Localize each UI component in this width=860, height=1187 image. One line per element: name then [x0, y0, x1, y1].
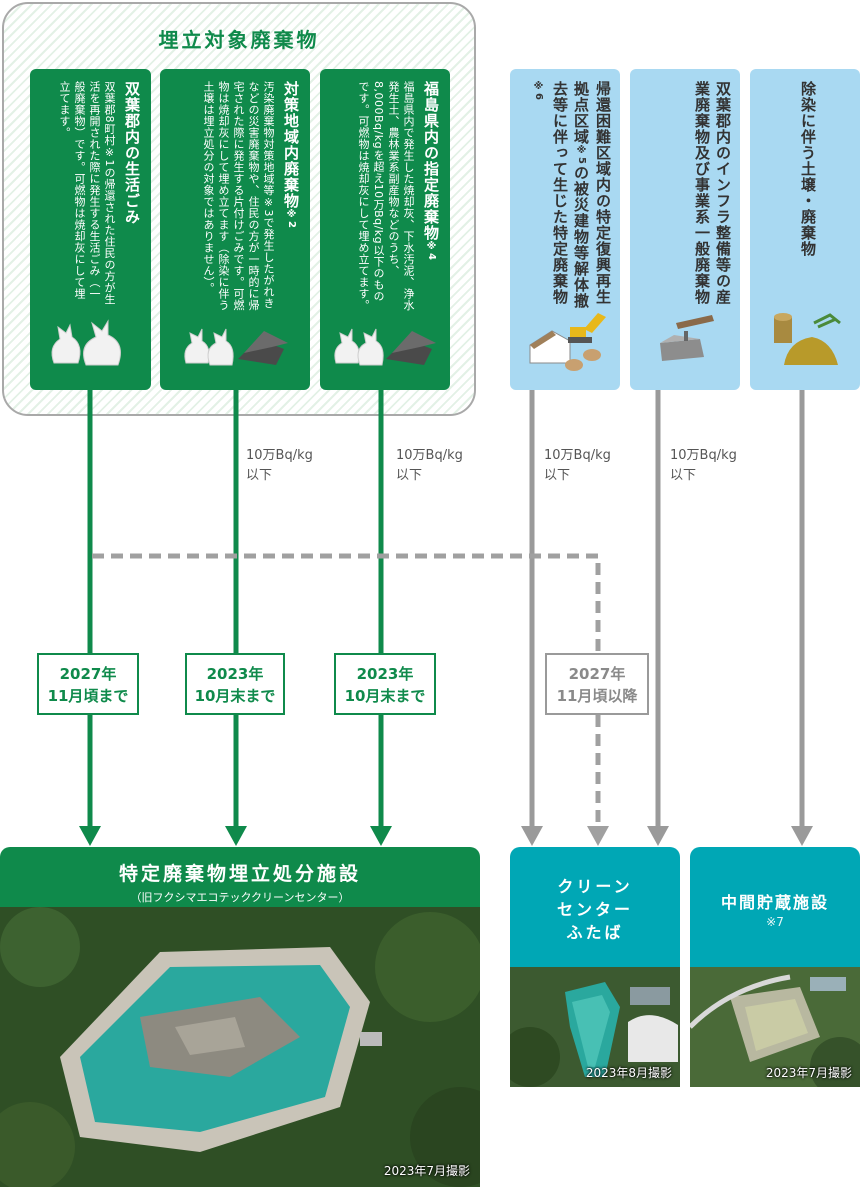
card-title: 対策地域内廃棄物 [282, 81, 300, 209]
card-title-wrap: 対策地域内廃棄物※2 [280, 81, 302, 311]
soil-bags-icon [774, 313, 841, 365]
photo-caption: 2023年8月撮影 [585, 1066, 672, 1080]
amount-value: 10万Bq/kg [396, 448, 463, 463]
amount-label: 10万Bq/kg 以下 [246, 446, 313, 486]
deadline-box-gray: 2027年 11月頃以降 [545, 653, 649, 715]
card-title: 福島県内の指定廃棄物 [422, 81, 440, 241]
arrowhead-infra [647, 826, 669, 846]
arrowhead-josen [791, 826, 813, 846]
card-decontamination-soil: 除染に伴う土壌・廃棄物 [750, 69, 860, 390]
amount-value: 10万Bq/kg [246, 448, 313, 463]
arrowhead-dashed [587, 826, 609, 846]
facility-title: クリーン センター ふたば [510, 875, 680, 944]
amount-label: 10万Bq/kg 以下 [396, 446, 463, 486]
deadline-time: 11月頃まで [47, 687, 129, 705]
arrowhead-kikan [521, 826, 543, 846]
demolition-excavator-icon [529, 313, 606, 371]
title-line: センター [556, 900, 633, 919]
facility-clean-center-futaba: クリーン センター ふたば 2023年8月撮影 [510, 847, 680, 1087]
amount-label: 10万Bq/kg 以下 [544, 446, 611, 486]
facility-title: 特定廃棄物埋立処分施設 [118, 863, 361, 885]
card-title: 双葉郡内の生活ごみ [123, 81, 141, 225]
deadline-time: 10月末まで [194, 687, 276, 705]
deadline-box: 2027年 11月頃まで [37, 653, 139, 715]
facility-title: 中間貯蔵施設 [720, 893, 829, 912]
landfill-aerial-photo [0, 907, 480, 1187]
amount-unit: 以下 [396, 468, 423, 483]
amount-unit: 以下 [246, 468, 273, 483]
dashed-route [92, 553, 601, 826]
facility-subtitle: （旧フクシマエコテッククリーンセンター） [130, 891, 350, 904]
card-description: 福島県内で発生した焼却灰、下水汚泥、浄水発生土、農林業系副産物などのうち、8,0… [357, 81, 415, 311]
ash-pile-icon [184, 328, 288, 366]
card-title-wrap: 福島県内の指定廃棄物※4 [420, 81, 442, 311]
photo-caption: 2023年7月撮影 [765, 1066, 852, 1080]
card-description: 双葉郡8町村※1の帰還された住民の方が生活を再開された際に発生する生活ごみ（一般… [58, 81, 116, 305]
interim-storage-aerial-photo [690, 967, 860, 1087]
deadline-box: 2023年 10月末まで [185, 653, 285, 715]
card-title: 帰還困難区域内の特定復興再生拠点区域 [572, 81, 612, 305]
deadline-year: 2023年 [356, 665, 414, 683]
infrastructure-debris-icon [660, 315, 714, 361]
card-title-cont: の被災建物等解体撤去等に伴って生じた特定廃棄物 [551, 81, 590, 309]
card-title-note: ※2 [286, 209, 297, 229]
card-description: 汚染廃棄物対策地域等※3で発生したがれきなどの災害廃棄物や、住民の方が一時的に帰… [202, 81, 275, 311]
card-difficult-return-zone-waste: 帰還困難区域内の特定復興再生拠点区域※5の被災建物等解体撤去等に伴って生じた特定… [510, 69, 620, 390]
card-countermeasure-area-waste: 対策地域内廃棄物※2 汚染廃棄物対策地域等※3で発生したがれきなどの災害廃棄物や… [160, 69, 310, 390]
card-title-wrap: 帰還困難区域内の特定復興再生拠点区域※5の被災建物等解体撤去等に伴って生じた特定… [527, 81, 613, 319]
card-fukushima-designated-waste: 福島県内の指定廃棄物※4 福島県内で発生した焼却灰、下水汚泥、浄水発生土、農林業… [320, 69, 450, 390]
card-title-note: ※5 [576, 145, 587, 165]
facility-landfill: 特定廃棄物埋立処分施設 （旧フクシマエコテッククリーンセンター） 2023年7月… [0, 847, 480, 1187]
deadline-year: 2027年 [568, 665, 626, 683]
arrowhead-futaba [79, 826, 101, 846]
deadline-box: 2023年 10月末まで [334, 653, 436, 715]
card-futaba-household-waste: 双葉郡内の生活ごみ 双葉郡8町村※1の帰還された住民の方が生活を再開された際に発… [30, 69, 151, 390]
deadline-time: 10月末まで [344, 687, 426, 705]
card-title-note: ※4 [426, 241, 437, 261]
photo-caption: 2023年7月撮影 [383, 1164, 470, 1178]
facility-note: ※7 [766, 915, 784, 929]
deadline-year: 2023年 [206, 665, 264, 683]
amount-label: 10万Bq/kg 以下 [670, 446, 737, 486]
deadline-year: 2027年 [59, 665, 117, 683]
arrowhead-fukushima [370, 826, 392, 846]
card-infrastructure-waste: 双葉郡内のインフラ整備等の産業廃棄物及び事業系一般廃棄物 [630, 69, 740, 390]
amount-unit: 以下 [670, 468, 697, 483]
title-line: ふたば [566, 923, 624, 942]
card-title: 除染に伴う土壌・廃棄物 [799, 81, 817, 257]
ash-pile-icon [334, 328, 436, 366]
garbage-bags-icon [51, 319, 121, 366]
clean-center-aerial-photo [510, 967, 680, 1087]
card-title: 双葉郡内のインフラ整備等の産業廃棄物及び事業系一般廃棄物 [693, 81, 732, 305]
facility-interim-storage: 中間貯蔵施設 ※7 2023年7月撮影 [690, 847, 860, 1087]
deadline-time: 11月頃以降 [556, 687, 638, 705]
group-title: 埋立対象廃棄物 [158, 28, 320, 52]
amount-value: 10万Bq/kg [670, 448, 737, 463]
title-line: クリーン [557, 877, 633, 896]
card-title-note-2: ※6 [533, 81, 544, 101]
amount-value: 10万Bq/kg [544, 448, 611, 463]
amount-unit: 以下 [544, 468, 571, 483]
arrowhead-taisaku [225, 826, 247, 846]
